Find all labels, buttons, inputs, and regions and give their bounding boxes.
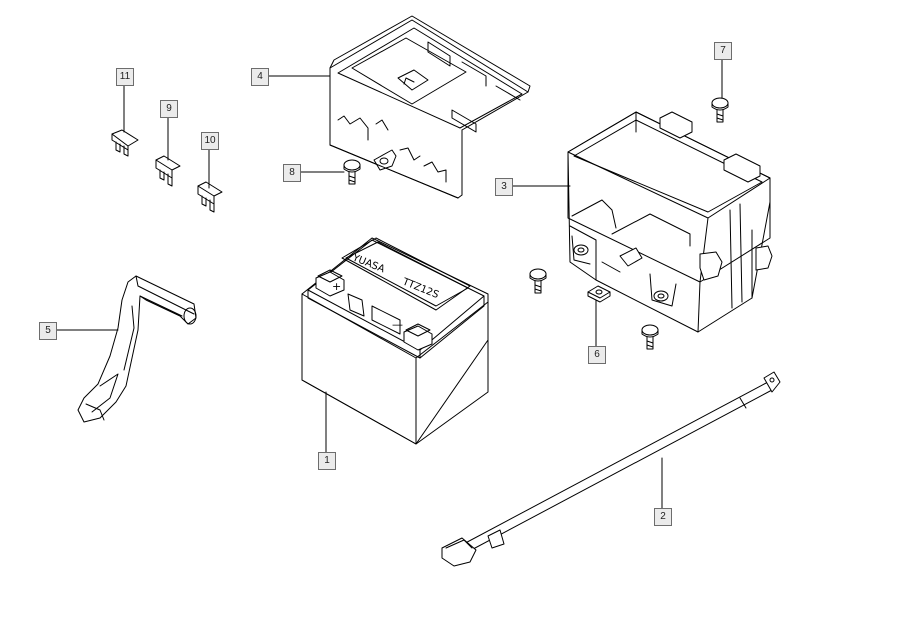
callout-11[interactable]: 11 <box>116 68 134 86</box>
battery-cable-part <box>441 371 781 567</box>
bolt-part-8 <box>343 159 361 185</box>
fuse-part-9 <box>155 155 181 187</box>
battery-part: + — YUASA TTZ12S <box>301 237 489 445</box>
callout-2[interactable]: 2 <box>654 508 672 526</box>
fuse-part-11 <box>111 129 139 157</box>
battery-negative-symbol: — <box>392 318 403 331</box>
fuse-part-10 <box>197 181 223 213</box>
bolt-part-box-left <box>529 268 547 294</box>
callout-8[interactable]: 8 <box>283 164 301 182</box>
callout-10[interactable]: 10 <box>201 132 219 150</box>
bolt-part-box-right <box>641 324 659 350</box>
callout-9[interactable]: 9 <box>160 100 178 118</box>
callout-4[interactable]: 4 <box>251 68 269 86</box>
callout-1[interactable]: 1 <box>318 452 336 470</box>
leader-lines <box>55 57 723 509</box>
battery-positive-symbol: + <box>332 280 341 293</box>
callout-5[interactable]: 5 <box>39 322 57 340</box>
callout-7[interactable]: 7 <box>714 42 732 60</box>
callout-6[interactable]: 6 <box>588 346 606 364</box>
battery-cover-part <box>329 15 531 199</box>
bolt-part-7 <box>711 97 729 123</box>
battery-box-part <box>567 111 773 333</box>
nut-part <box>587 285 611 303</box>
battery-strap-part <box>77 275 197 423</box>
callout-3[interactable]: 3 <box>495 178 513 196</box>
